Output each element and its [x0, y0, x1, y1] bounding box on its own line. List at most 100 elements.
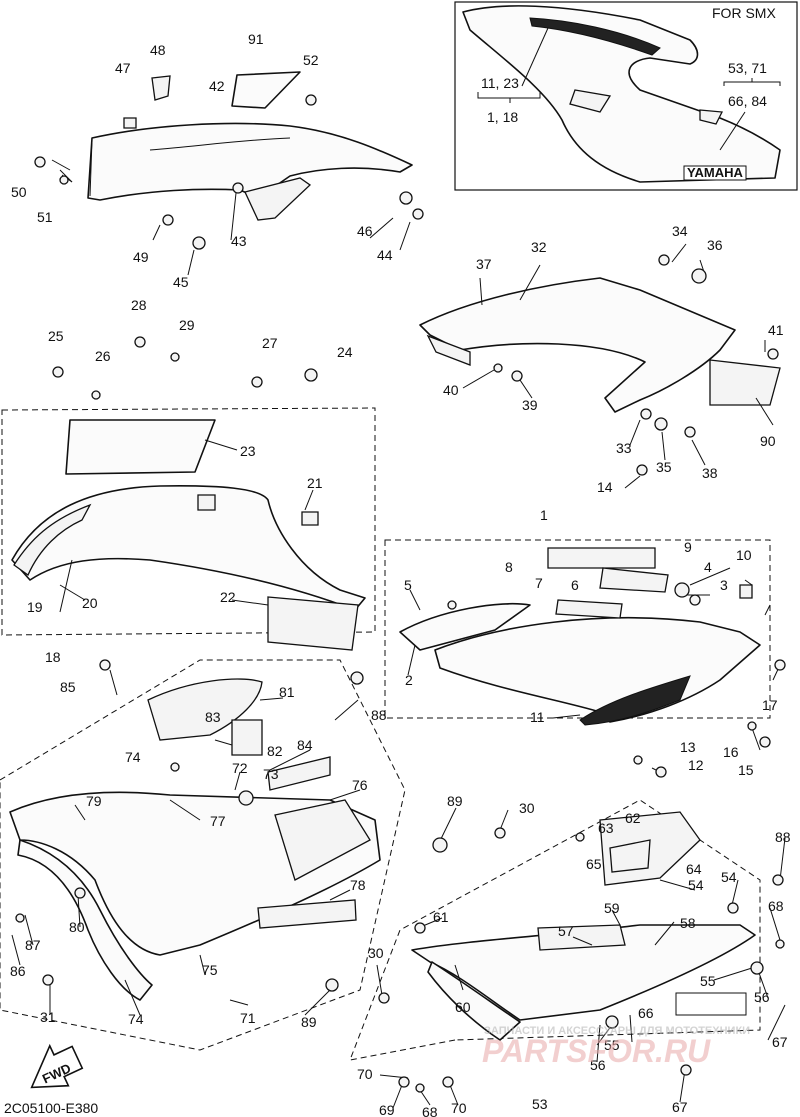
callout: 76	[352, 777, 368, 793]
callout: 4	[704, 559, 712, 575]
callout: 39	[522, 397, 538, 413]
callout: 87	[25, 937, 41, 953]
callout: 48	[150, 42, 166, 58]
side-cowl-1-group	[384, 539, 771, 726]
callout: 69	[379, 1102, 395, 1117]
callout: 35	[656, 459, 672, 475]
callout: 30	[368, 945, 384, 961]
callout: 40	[443, 382, 459, 398]
callout: 25	[48, 328, 64, 344]
lower-cowl-53-group	[349, 799, 761, 1061]
callout-labels: 1 2 3 4 5 6 7 8 9 10 11 12 13 14 15 16 1…	[10, 31, 791, 1117]
callout: 77	[210, 813, 226, 829]
callout: 74	[128, 1011, 144, 1027]
callout: 34	[672, 223, 688, 239]
watermark-site: PARTSFOR.RU	[482, 1033, 711, 1069]
callout: 57	[558, 923, 574, 939]
callout: 31	[40, 1009, 56, 1025]
callout: 79	[86, 793, 102, 809]
side-panel-32-group	[419, 277, 781, 413]
callout: 30	[519, 800, 535, 816]
callout: 63	[598, 820, 614, 836]
upper-cowling-group	[51, 71, 413, 221]
callout: 21	[307, 475, 323, 491]
callout: 23	[240, 443, 256, 459]
callout: 33	[616, 440, 632, 456]
callout: 72	[232, 760, 248, 776]
callout: 81	[279, 684, 295, 700]
callout: 62	[625, 810, 641, 826]
callout: 55	[604, 1037, 620, 1053]
inset-label-c: 53, 71	[728, 60, 767, 76]
callout: 84	[297, 737, 313, 753]
callout: 54	[688, 877, 704, 893]
callout: 74	[125, 749, 141, 765]
callout: 70	[451, 1100, 467, 1116]
callout: 7	[535, 575, 543, 591]
side-cowl-18-group	[1, 407, 376, 651]
lower-cowl-71-group	[0, 659, 406, 1051]
callout: 90	[760, 433, 776, 449]
callout: 55	[700, 973, 716, 989]
callout: 45	[173, 274, 189, 290]
callout: 56	[590, 1057, 606, 1073]
callout: 14	[597, 479, 613, 495]
callout: 46	[357, 223, 373, 239]
callout: 89	[447, 793, 463, 809]
hardware	[15, 94, 786, 1093]
callout: 82	[267, 743, 283, 759]
callout: 28	[131, 297, 147, 313]
callout: 50	[11, 184, 27, 200]
callout: 58	[680, 915, 696, 931]
callout: 53	[532, 1096, 548, 1112]
callout: 75	[202, 962, 218, 978]
callout: 68	[422, 1104, 438, 1117]
callout: 85	[60, 679, 76, 695]
callout: 60	[455, 999, 471, 1015]
callout: 41	[768, 322, 784, 338]
callout: 3	[720, 577, 728, 593]
callout: 89	[301, 1014, 317, 1030]
callout: 65	[586, 856, 602, 872]
callout: 73	[263, 766, 279, 782]
callout: 83	[205, 709, 221, 725]
callout: 24	[337, 344, 353, 360]
callout: 47	[115, 60, 131, 76]
callout: 12	[688, 757, 704, 773]
callout: 19	[27, 599, 43, 615]
callout: 20	[82, 595, 98, 611]
callout: 71	[240, 1010, 256, 1026]
callout: 37	[476, 256, 492, 272]
callout: 56	[754, 989, 770, 1005]
callout: 67	[772, 1034, 788, 1050]
callout: 78	[350, 877, 366, 893]
callout: 86	[10, 963, 26, 979]
callout: 49	[133, 249, 149, 265]
callout: 22	[220, 589, 236, 605]
callout: 17	[762, 697, 778, 713]
callout: 9	[684, 539, 692, 555]
callout: 42	[209, 78, 225, 94]
callout: 43	[231, 233, 247, 249]
callout: 15	[738, 762, 754, 778]
callout: 5	[404, 577, 412, 593]
callout: 51	[37, 209, 53, 225]
callout: 88	[371, 707, 387, 723]
callout: 8	[505, 559, 513, 575]
watermark: ЗАПЧАСТИ И АКСЕССУАРЫ ДЛЯ МОТОТЕХНИКИ PA…	[482, 1025, 750, 1069]
callout: 44	[377, 247, 393, 263]
callout: 1	[540, 507, 548, 523]
leader-lines	[11, 169, 786, 1109]
callout: 10	[736, 547, 752, 563]
callout: 67	[672, 1099, 688, 1115]
inset-label-d: 66, 84	[728, 93, 767, 109]
inset-label-b: 1, 18	[487, 109, 518, 125]
callout: 29	[179, 317, 195, 333]
callout: 2	[405, 672, 413, 688]
callout: 32	[531, 239, 547, 255]
callout: 70	[357, 1066, 373, 1082]
callout: 36	[707, 237, 723, 253]
inset-title: FOR SMX	[712, 5, 776, 21]
callout: 59	[604, 900, 620, 916]
